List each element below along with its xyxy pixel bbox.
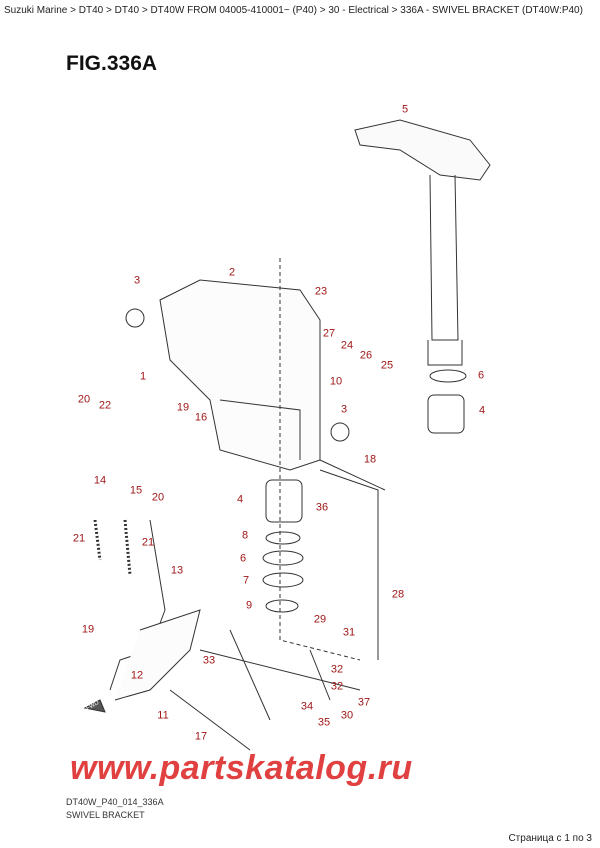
callout[interactable]: 20 <box>151 491 165 504</box>
diagram-code: DT40W_P40_014_336A <box>66 797 164 807</box>
callout[interactable]: 34 <box>300 700 314 713</box>
callout[interactable]: 21 <box>141 536 155 549</box>
callout[interactable]: 25 <box>380 359 394 372</box>
callout[interactable]: 13 <box>170 564 184 577</box>
callout[interactable]: 28 <box>391 588 405 601</box>
callout[interactable]: 6 <box>239 552 247 565</box>
callout[interactable]: 9 <box>245 599 253 612</box>
callout[interactable]: 24 <box>340 339 354 352</box>
callout[interactable]: 1 <box>139 370 147 383</box>
callout[interactable]: 27 <box>322 327 336 340</box>
callout[interactable]: 19 <box>176 401 190 414</box>
figure-title: FIG.336A <box>66 52 158 75</box>
callout[interactable]: 21 <box>72 532 86 545</box>
callout[interactable]: 4 <box>236 493 244 506</box>
callout[interactable]: 7 <box>242 574 250 587</box>
callout[interactable]: 33 <box>202 654 216 667</box>
callout[interactable]: 8 <box>241 529 249 542</box>
callout[interactable]: 37 <box>357 696 371 709</box>
callout[interactable]: 31 <box>342 626 356 639</box>
callout[interactable]: 18 <box>363 453 377 466</box>
callout[interactable]: 22 <box>98 399 112 412</box>
callout[interactable]: 32 <box>330 663 344 676</box>
callout[interactable]: 35 <box>317 716 331 729</box>
callout[interactable]: 17 <box>194 730 208 743</box>
callout[interactable]: 23 <box>314 285 328 298</box>
callout[interactable]: 2 <box>228 266 236 279</box>
callout[interactable]: 12 <box>130 669 144 682</box>
callout[interactable]: 16 <box>194 411 208 424</box>
diagram-subtitle: SWIVEL BRACKET <box>66 810 145 820</box>
callout[interactable]: 6 <box>477 369 485 382</box>
callout[interactable]: 32 <box>330 680 344 693</box>
callout[interactable]: 30 <box>340 709 354 722</box>
callout[interactable]: 26 <box>359 349 373 362</box>
callout[interactable]: 36 <box>315 501 329 514</box>
callout[interactable]: 29 <box>313 613 327 626</box>
callout[interactable]: 11 <box>157 709 169 722</box>
callout[interactable]: 15 <box>129 484 143 497</box>
watermark: www.partskatalog.ru <box>70 749 413 787</box>
callout[interactable]: 3 <box>340 403 348 416</box>
callout[interactable]: 5 <box>401 103 409 116</box>
callout[interactable]: 3 <box>133 274 141 287</box>
pagination: Страница с 1 по 3 <box>508 833 592 844</box>
callout[interactable]: 20 <box>77 393 91 406</box>
callout[interactable]: 4 <box>478 404 486 417</box>
callout[interactable]: 14 <box>93 474 107 487</box>
callout[interactable]: 19 <box>81 623 95 636</box>
breadcrumb[interactable]: Suzuki Marine > DT40 > DT40 > DT40W FROM… <box>4 5 583 16</box>
callout[interactable]: 10 <box>329 375 343 388</box>
